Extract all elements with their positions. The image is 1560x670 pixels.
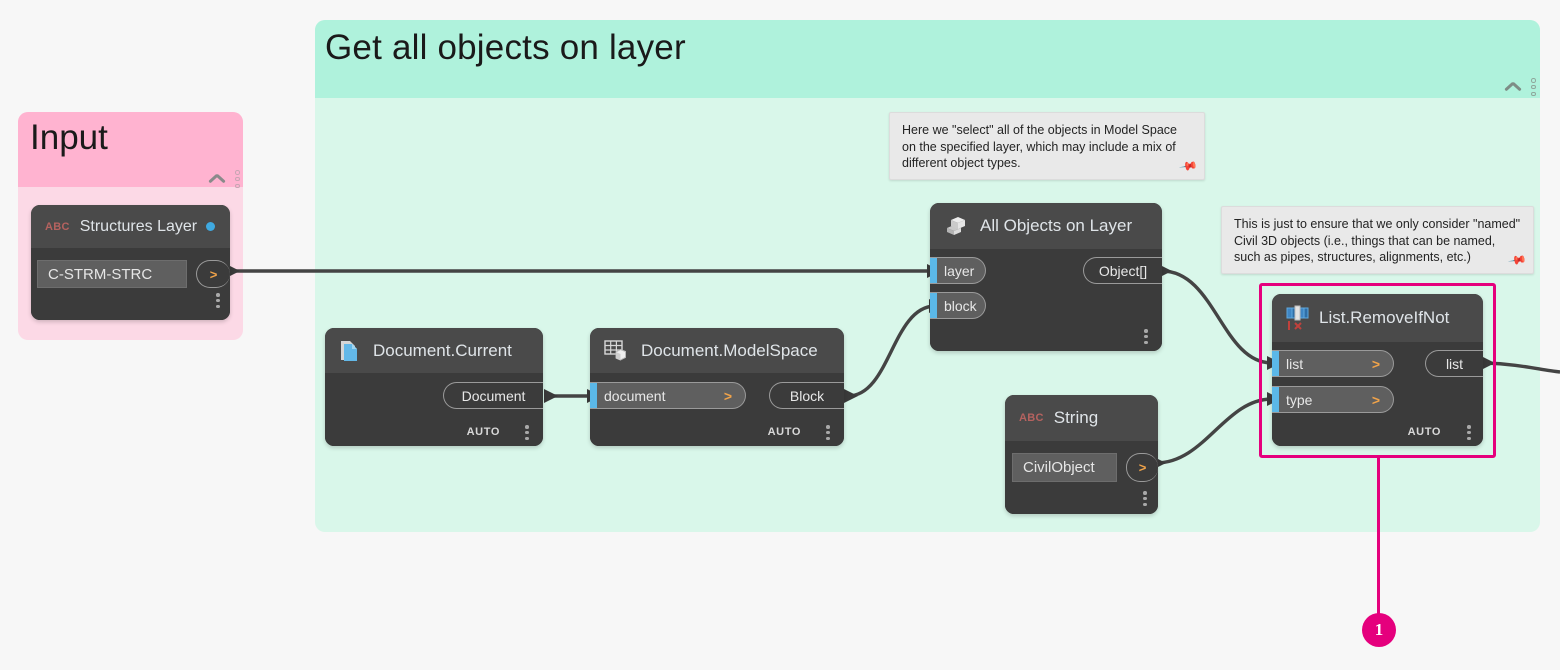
- node-title: List.RemoveIfNot: [1319, 308, 1450, 327]
- node-all-objects-on-layer[interactable]: All Objects on Layer layer block Object[…: [930, 203, 1162, 351]
- group-title-input: Input: [30, 118, 108, 157]
- output-port-list[interactable]: list: [1425, 350, 1483, 377]
- abc-string-icon: ABC: [45, 220, 70, 233]
- node-header[interactable]: Document.Current: [325, 328, 543, 373]
- node-body: document > Block AUTO: [590, 373, 844, 446]
- input-port-list[interactable]: list >: [1272, 350, 1394, 377]
- vertical-dots-icon[interactable]: [525, 425, 529, 440]
- vertical-dots-icon[interactable]: [1143, 491, 1147, 506]
- vertical-dots-icon[interactable]: [216, 293, 220, 308]
- port-label: type: [1286, 391, 1313, 408]
- output-port-structures-layer[interactable]: >: [196, 260, 230, 288]
- vertical-dots-icon[interactable]: [1531, 78, 1536, 96]
- group-header: [18, 112, 243, 187]
- document-page-icon: [339, 339, 361, 363]
- cube-stack-icon: [944, 214, 970, 238]
- abc-string-icon: ABC: [1019, 412, 1044, 424]
- node-header[interactable]: ABC String: [1005, 395, 1158, 441]
- node-document-modelspace[interactable]: Document.ModelSpace document > Block AUT…: [590, 328, 844, 446]
- list-remove-icon: [1286, 305, 1310, 331]
- input-port-type[interactable]: type >: [1272, 386, 1394, 413]
- blue-dot-icon: [206, 222, 216, 231]
- node-document-current[interactable]: Document.Current Document AUTO: [325, 328, 543, 446]
- pushpin-icon[interactable]: 📌: [1507, 249, 1528, 270]
- string-value-input[interactable]: CivilObject: [1012, 453, 1117, 482]
- port-label: list: [1286, 355, 1304, 372]
- vertical-dots-icon[interactable]: [235, 170, 240, 188]
- node-body: CivilObject >: [1005, 441, 1158, 514]
- input-port-layer[interactable]: layer: [930, 257, 986, 284]
- input-port-document[interactable]: document >: [590, 382, 746, 409]
- vertical-dots-icon[interactable]: [826, 425, 830, 440]
- run-mode-label: AUTO: [1407, 426, 1441, 438]
- annotation-stem: [1377, 456, 1380, 614]
- note-select-objects[interactable]: Here we "select" all of the objects in M…: [889, 112, 1205, 180]
- expand-caret-icon: >: [1371, 391, 1380, 408]
- node-body: layer block Object[]: [930, 249, 1162, 351]
- port-label: Object[]: [1098, 262, 1148, 279]
- node-title: All Objects on Layer: [980, 216, 1133, 235]
- note-text: Here we "select" all of the objects in M…: [902, 123, 1177, 170]
- group-title-layer: Get all objects on layer: [325, 28, 686, 67]
- output-port-object-array[interactable]: Object[]: [1083, 257, 1162, 284]
- node-list-removeifnot[interactable]: List.RemoveIfNot list > type > list AUTO: [1272, 294, 1483, 446]
- node-title: String: [1053, 408, 1099, 427]
- port-label: Document: [461, 387, 526, 404]
- note-text: This is just to ensure that we only cons…: [1234, 217, 1521, 264]
- node-header[interactable]: All Objects on Layer: [930, 203, 1162, 249]
- table-cube-icon: [604, 339, 630, 363]
- output-port-document[interactable]: Document: [443, 382, 543, 409]
- node-body: list > type > list AUTO: [1272, 342, 1483, 446]
- node-title: Structures Layer: [79, 217, 198, 235]
- port-label: Block: [789, 387, 825, 404]
- node-title: Document.Current: [373, 340, 512, 360]
- port-label: block: [944, 297, 977, 314]
- run-mode-label: AUTO: [466, 426, 500, 438]
- port-label: layer: [944, 262, 975, 279]
- node-structures-layer[interactable]: ABC Structures Layer C-STRM-STRC >: [31, 205, 230, 320]
- node-body: C-STRM-STRC >: [31, 248, 230, 320]
- node-body: Document AUTO: [325, 373, 543, 446]
- vertical-dots-icon[interactable]: [1467, 425, 1471, 440]
- pushpin-icon[interactable]: 📌: [1178, 155, 1199, 176]
- input-port-block[interactable]: block: [930, 292, 986, 319]
- vertical-dots-icon[interactable]: [1144, 329, 1148, 344]
- output-port-block[interactable]: Block: [769, 382, 844, 409]
- port-label: list: [1445, 355, 1464, 372]
- group-header: [315, 20, 1540, 98]
- node-title: Document.ModelSpace: [641, 340, 818, 360]
- note-named-objects[interactable]: This is just to ensure that we only cons…: [1221, 206, 1534, 274]
- layer-name-input[interactable]: C-STRM-STRC: [37, 260, 187, 288]
- port-label: document: [604, 387, 666, 404]
- group-controls-input[interactable]: [209, 170, 240, 188]
- node-header[interactable]: ABC Structures Layer: [31, 205, 230, 248]
- group-controls-layer[interactable]: [1505, 78, 1536, 96]
- node-string[interactable]: ABC String CivilObject >: [1005, 395, 1158, 514]
- annotation-badge-1: 1: [1362, 613, 1396, 647]
- run-mode-label: AUTO: [767, 426, 801, 438]
- group-get-all-objects-on-layer[interactable]: [315, 20, 1540, 532]
- output-port-string[interactable]: >: [1126, 453, 1158, 482]
- node-header[interactable]: Document.ModelSpace: [590, 328, 844, 373]
- expand-caret-icon: >: [723, 387, 732, 404]
- expand-caret-icon: >: [1371, 355, 1380, 372]
- node-header[interactable]: List.RemoveIfNot: [1272, 294, 1483, 342]
